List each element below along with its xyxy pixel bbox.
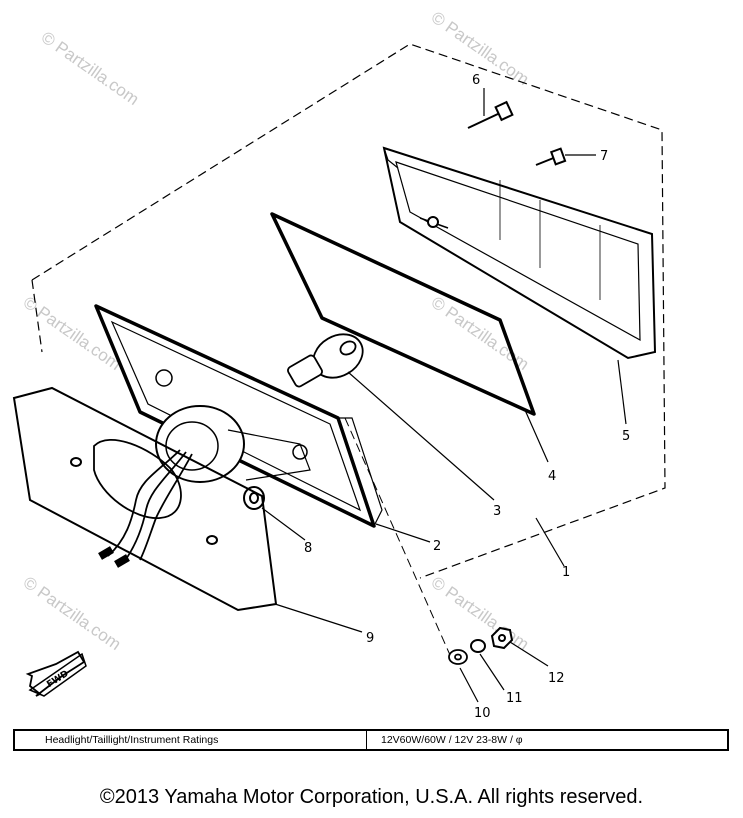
ratings-table: Headlight/Taillight/Instrument Ratings 1… [13,729,729,751]
part-label-4: 4 [548,469,556,484]
nut-part-12 [490,626,514,650]
part-label-10: 10 [474,706,491,721]
copyright-notice: ©2013 Yamaha Motor Corporation, U.S.A. A… [99,786,644,808]
gasket-part-4 [270,212,536,416]
grommet-part-8 [243,486,265,510]
bracket-part-9 [12,386,278,612]
part-label-8: 8 [304,541,312,556]
part-labels: 1 2 3 4 5 6 7 8 9 10 11 12 [304,73,630,721]
part-label-5: 5 [622,429,630,444]
lens-part-5 [382,146,657,360]
stud-guide-line [344,417,451,656]
part-label-1: 1 [562,565,570,580]
part-label-12: 12 [548,671,565,686]
bulb-part-3 [287,333,364,388]
ratings-value: 12V60W/60W / 12V 23-8W / φ [381,734,523,746]
part-label-7: 7 [600,149,608,164]
screw-part-7 [535,147,567,166]
part-label-3: 3 [493,504,501,519]
part-label-2: 2 [433,539,441,554]
watermark-bottom-left: © Partzilla.com [20,573,125,654]
watermarks: © Partzilla.com © Partzilla.com © Partzi… [20,8,533,654]
screw-part-6 [467,100,514,129]
assembly-outline [31,43,666,579]
washer-part-10 [448,649,468,665]
part-label-9: 9 [366,631,374,646]
lock-washer-part-11 [470,639,486,653]
ratings-label: Headlight/Taillight/Instrument Ratings [15,731,367,749]
wire-harness [98,449,193,568]
leader-lines [261,88,627,703]
assembly-outline-left [31,279,43,353]
fwd-arrow-icon: FWD [25,650,87,697]
part-label-11: 11 [506,691,523,706]
part-label-6: 6 [472,73,480,88]
watermark-top-left: © Partzilla.com [38,28,143,109]
